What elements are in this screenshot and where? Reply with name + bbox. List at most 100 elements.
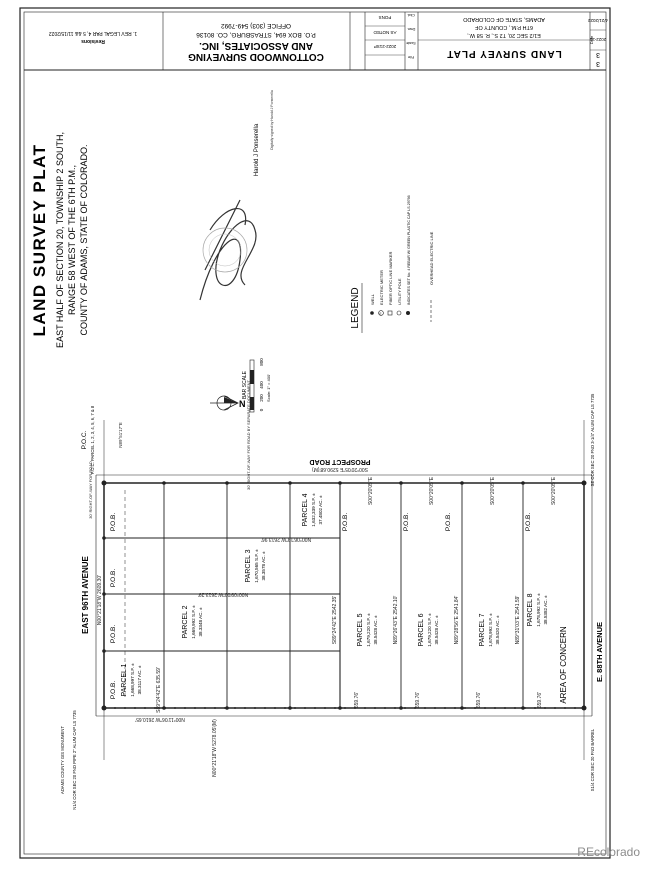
- legend-item-overhead: OVERHEAD ELECTRIC LINE: [429, 231, 434, 285]
- scale-value: AS NOTED: [373, 30, 397, 35]
- corner-se: SE COR SEC 20 FND 3-1/4" ALUM CAP LS 773…: [590, 393, 595, 486]
- parcel-7-ac: 38.5420 AC. ±: [495, 615, 500, 645]
- well-icon: [370, 311, 374, 315]
- parcel-2-ac: 38.3348 AC. ±: [198, 607, 203, 637]
- title-block: COTTONWOOD SURVEYING AND ASSOCIATES, INC…: [24, 12, 608, 71]
- location-line-1: E1/2 SEC 20, T2 S., R. 58 W.,: [467, 32, 541, 38]
- bar-scale-tick-0: 0: [259, 408, 264, 411]
- east-offset-5: S00°20'05"E: [368, 476, 374, 505]
- north-row-tick: N89°51'17"E: [118, 422, 123, 448]
- digital-signature-note: Digitally signed by Harold J Ponserella: [270, 90, 274, 150]
- bar-scale-label: BAR SCALE: [242, 370, 248, 399]
- legend-item-well: WELL: [370, 293, 375, 305]
- file-value: 2022-21SP: [374, 44, 397, 49]
- parcel-4-ac: 37.4802 AC. ±: [318, 495, 323, 525]
- parcel-1-sf: 1,668,997 S.F. ±: [130, 663, 135, 697]
- monuments: [101, 480, 587, 711]
- parcel-5-name: PARCEL 5: [357, 613, 364, 646]
- sheet-title: LAND SURVEY PLAT: [446, 48, 561, 59]
- parcel-7-name: PARCEL 7: [479, 613, 486, 646]
- north-arrow-icon: N: [210, 395, 246, 411]
- east-offset-8: S00°20'05"E: [551, 476, 557, 505]
- bar-scale-tick-400: 400: [259, 381, 264, 389]
- parcel-bearing-e: N89°31'03"E 2541.59': [515, 596, 521, 645]
- outer-border: [19, 7, 611, 859]
- poc-label: P.O.C.: [81, 430, 88, 449]
- west-line-bearing: N00°21'18"W 2609.30': [97, 575, 103, 625]
- street-prospect-road: PROSPECT ROAD: [309, 458, 370, 465]
- corner-sw: S1/4 COR SEC 20 FND BARREL: [590, 728, 595, 791]
- parcel-5-sf: 1,679,220 S.F. ±: [366, 613, 371, 647]
- row-30-label: 30' RIGHT-OF-WAY FOR ROAD: [88, 461, 93, 519]
- revisions-header: Revisions: [81, 38, 105, 44]
- center-bearing-1: N00°11'06"W 2610.65': [135, 716, 185, 722]
- plat-subtitle-1: EAST HALF OF SECTION 20, TOWNSHIP 2 SOUT…: [55, 132, 65, 348]
- plat-main-title: LAND SURVEY PLAT: [30, 143, 49, 336]
- parcel-width-6: 659.76': [415, 692, 421, 708]
- legend-item-pole: UTILITY POLE: [397, 278, 402, 305]
- bearing-annotations: N00°21'18"W 2609.30' N00°21'18"W 5278.05…: [88, 379, 557, 776]
- dwn-value: PONS: [379, 15, 392, 20]
- location-line-2: 6TH P.M., COUNTY OF: [474, 24, 533, 30]
- parcel-1-ac: 38.3117 AC. ±: [137, 665, 142, 694]
- svg-text:N: N: [239, 399, 246, 409]
- parcel-3-sf: 1,670,565 S.F. ±: [254, 549, 259, 583]
- location-line-3: ADAMS, STATE OF COLORADO: [462, 16, 544, 22]
- area-of-concern-label: AREA OF CONCERN: [559, 626, 568, 704]
- date-value: 4/21/2022: [587, 18, 608, 23]
- parcel-width-7: 659.76': [476, 692, 482, 708]
- parcel-bearing-b: S89°24'42"E 2542.35': [332, 596, 338, 645]
- parcel-8-ac: 38.5382 AC. ±: [543, 595, 548, 625]
- signer-name: Harold J Ponserella: [254, 123, 260, 176]
- legend-item-rebar: INDICATES SET No. 4 REBAR W/ GREEN PLAST…: [407, 195, 411, 305]
- bar-scale: BAR SCALE 0 200 400 800 Scale: 1" = 400': [242, 358, 271, 413]
- company-name: COTTONWOOD SURVEYING: [188, 51, 324, 62]
- corner-notes: N1/4 COR SEC 20 FND PIPE 2" ALUM CAP LS …: [60, 393, 595, 810]
- sheet-of: 3: [596, 51, 600, 58]
- revision-entry: 1. REV LEGAL PAR 4, 5 && 11/15/2022: [49, 30, 138, 36]
- north-row-label: 30' RIGHT-OF-WAY FOR ROAD BY SEPARATE DO…: [246, 379, 251, 490]
- parcel-4-sf: 1,632,339 S.F. ±: [311, 493, 316, 527]
- pob-parcel-6: P.O.B.: [403, 513, 410, 532]
- parcel-bearing-d: N89°28'56"E 2541.84': [454, 596, 460, 645]
- parcel-1-name: PARCEL 1: [121, 663, 128, 696]
- surveyor-signature: [199, 199, 257, 301]
- pob-parcel-8: P.O.B.: [525, 513, 532, 532]
- parcel-3-ac: 38.3578 AC. ±: [261, 551, 266, 581]
- parcel-width-5: 659.76': [354, 692, 360, 708]
- date-label: Date: [589, 35, 594, 44]
- east-offset-7: S00°20'05"E: [490, 476, 496, 505]
- parcel-labels: PARCEL 1 1,668,997 S.F. ± 38.3117 AC. ± …: [121, 493, 548, 697]
- adams-county-note: ADAMS COUNTY GIS MONUMENT: [60, 726, 65, 794]
- legend-items: WELL E ELECTRIC METER FIBER OPTIC LINE M…: [370, 195, 434, 322]
- inner-border: [23, 11, 607, 855]
- parcel-8-sf: 1,678,992 S.F. ±: [536, 593, 541, 627]
- sheet-number: 3: [596, 60, 600, 67]
- plat-title-group: LAND SURVEY PLAT EAST HALF OF SECTION 20…: [30, 132, 89, 348]
- bar-scale-tick-800: 800: [259, 358, 264, 366]
- pob-parcel-2: P.O.B.: [110, 625, 117, 644]
- legend-title: LEGEND: [350, 287, 361, 328]
- corner-nw: N1/4 COR SEC 20 FND PIPE 2" ALUM CAP LS …: [72, 710, 77, 810]
- parcel-6-ac: 38.5428 AC. ±: [434, 615, 439, 645]
- center-bearing-2: N00°09'00"W 2613.29': [198, 591, 248, 597]
- east-line-bearing: S00°20'05"E 5290.68'(M): [312, 466, 368, 472]
- east-offset-6: S00°20'05"E: [429, 476, 435, 505]
- bar-scale-tick-200: 200: [259, 394, 264, 402]
- electric-meter-icon: E: [378, 310, 384, 316]
- street-east-96th: EAST 96TH AVENUE: [81, 555, 90, 633]
- parcel-2-name: PARCEL 2: [182, 605, 189, 638]
- parcel-7-sf: 1,678,992 S.F. ±: [488, 613, 493, 647]
- parcel-8-name: PARCEL 8: [527, 593, 534, 626]
- parcel-4-name: PARCEL 4: [302, 493, 309, 526]
- pob-parcel-4: P.O.B.: [110, 513, 117, 532]
- pob-parcel-7: P.O.B.: [445, 513, 452, 532]
- pob-parcel-1: P.O.B.: [110, 681, 117, 700]
- parcel-bearing-a: S89°24'42"E 635.59': [156, 667, 162, 713]
- company-phone: OFFICE (303) 549-7992: [221, 22, 291, 29]
- pob-parcel-3: P.O.B.: [110, 569, 117, 588]
- parcel-6-sf: 1,679,220 S.F. ±: [427, 613, 432, 647]
- svg-text:E: E: [380, 312, 382, 316]
